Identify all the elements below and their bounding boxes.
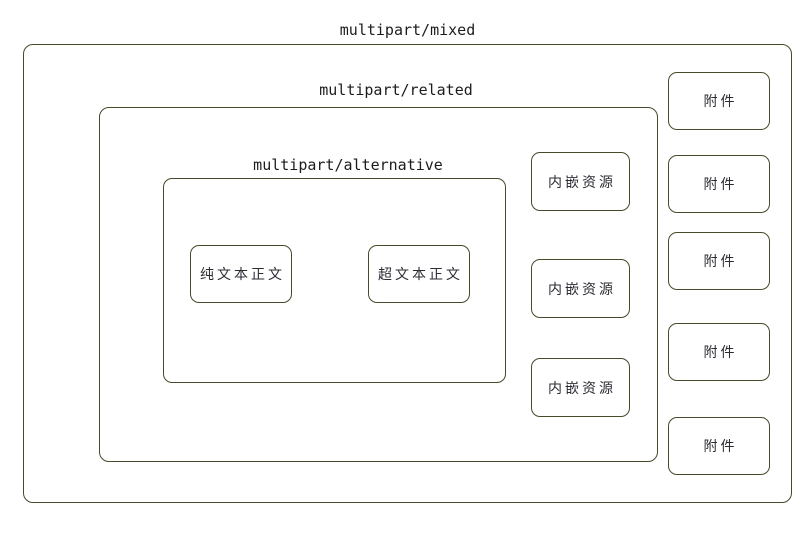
- attachment-box: 附件: [668, 323, 770, 381]
- inline-resource-box: 内嵌资源: [531, 259, 630, 318]
- multipart-mixed-label: multipart/mixed: [339, 21, 476, 39]
- multipart-alternative-label: multipart/alternative: [253, 156, 443, 174]
- multipart-mixed-container: [23, 44, 792, 503]
- attachment-box: 附件: [668, 72, 770, 130]
- attachment-box: 附件: [668, 417, 770, 475]
- html-body-box: 超文本正文: [368, 245, 470, 303]
- plain-text-body-box: 纯文本正文: [190, 245, 292, 303]
- multipart-related-label: multipart/related: [319, 81, 473, 99]
- multipart-alternative-container: [163, 178, 506, 383]
- inline-resource-box: 内嵌资源: [531, 152, 630, 211]
- multipart-related-container: [99, 107, 658, 462]
- inline-resource-box: 内嵌资源: [531, 358, 630, 417]
- attachment-box: 附件: [668, 155, 770, 213]
- attachment-box: 附件: [668, 232, 770, 290]
